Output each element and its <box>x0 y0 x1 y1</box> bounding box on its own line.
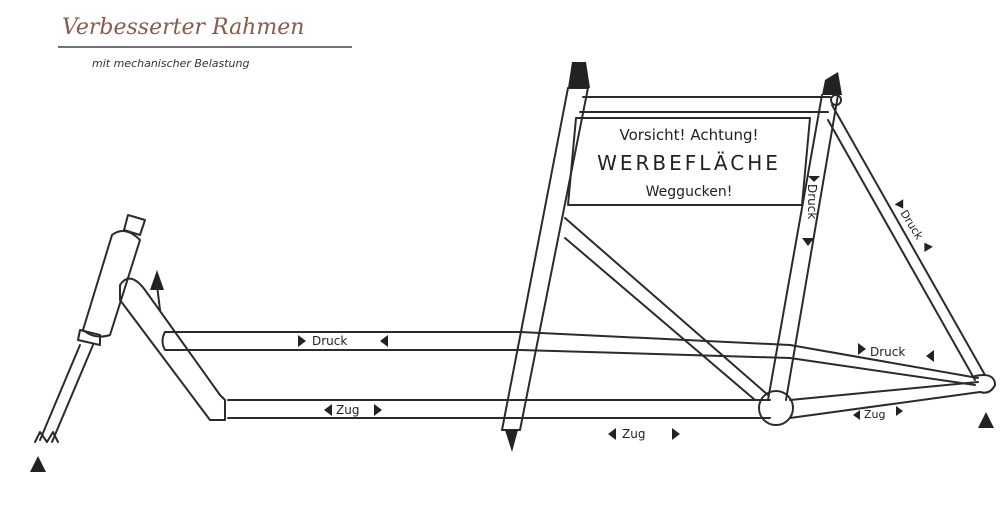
seat-tube-arrow-icon <box>802 238 814 246</box>
sign-line-2: WERBEFLÄCHE <box>597 151 781 175</box>
front-support-icon <box>30 456 46 472</box>
sketch-title: Verbesserter Rahmen <box>62 15 304 40</box>
svg-text:Druck: Druck <box>312 334 347 348</box>
up-arrow-icon <box>150 270 164 290</box>
head-tube <box>82 214 146 338</box>
down-tube-front <box>119 277 226 421</box>
force-label-top-tube-front: Druck <box>298 334 388 348</box>
force-label-bottom-tube-front: Zug <box>324 403 382 417</box>
post-foot <box>505 430 518 452</box>
upper-chain-stay <box>789 344 979 386</box>
svg-text:Zug: Zug <box>336 403 359 417</box>
upper-top-tube <box>579 96 831 113</box>
seat-tube <box>767 94 839 401</box>
rear-support-icon <box>978 412 994 428</box>
bottom-bracket <box>758 390 794 426</box>
sketch-subtitle: mit mechanischer Belastung <box>92 57 249 70</box>
force-label-upper-stay: Druck <box>858 343 934 362</box>
sign-line-3: Weggucken! <box>646 184 733 200</box>
svg-text:Zug: Zug <box>622 427 645 441</box>
advertising-sign: Vorsicht! Achtung! WERBEFLÄCHE Weggucken… <box>567 117 811 206</box>
svg-text:Druck: Druck <box>897 208 926 243</box>
force-label-chain-stay: Zug <box>853 406 903 421</box>
force-label-seat-tube: Druck <box>805 176 820 219</box>
sign-line-1: Vorsicht! Achtung! <box>619 126 758 144</box>
long-top-tube <box>161 331 791 359</box>
force-label-bottom-tube-mid: Zug <box>608 427 680 441</box>
seat-tube-cap <box>822 72 842 95</box>
lower-chain-stay <box>789 381 981 419</box>
svg-text:Druck: Druck <box>805 184 819 219</box>
cargo-post <box>501 87 589 431</box>
diagonal-tube <box>564 217 769 401</box>
post-cap <box>568 62 590 88</box>
svg-text:Druck: Druck <box>870 345 905 359</box>
svg-text:Zug: Zug <box>864 408 886 421</box>
seat-stay <box>827 104 986 381</box>
seat-clamp <box>830 94 842 106</box>
long-bottom-tube <box>227 399 771 419</box>
rear-dropout <box>974 374 996 394</box>
front-fork <box>34 329 101 443</box>
